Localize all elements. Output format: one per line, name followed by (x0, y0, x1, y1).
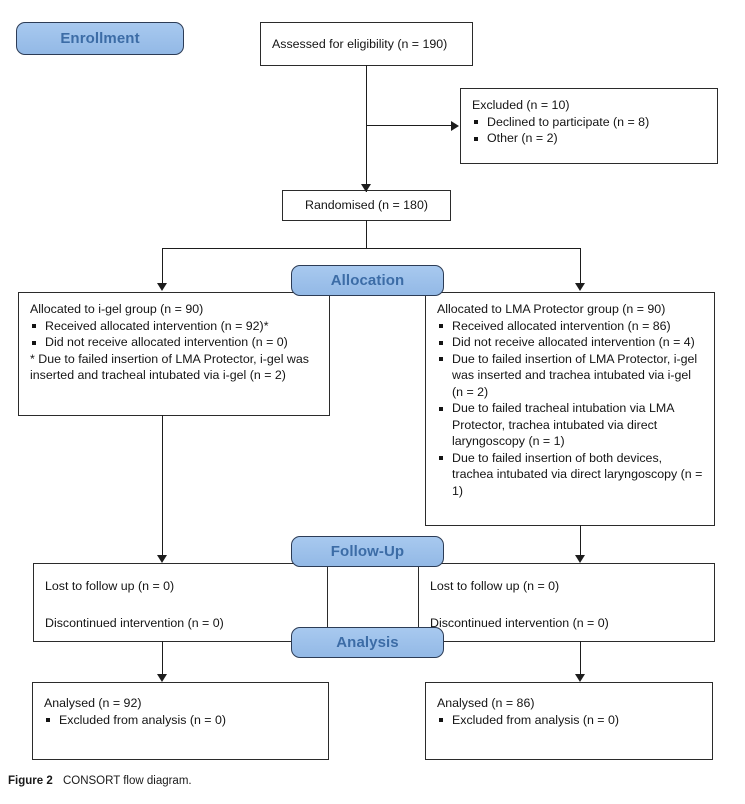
list-item: Due to failed tracheal intubation via LM… (437, 400, 705, 450)
stage-badge-enrollment: Enrollment (16, 22, 184, 55)
node-assessed-for-eligibility: Assessed for eligibility (n = 190) (260, 22, 473, 66)
alloc-right-heading: Allocated to LMA Protector group (n = 90… (437, 302, 666, 316)
connector-split-right (580, 248, 582, 286)
connector-randomised-down (366, 220, 368, 249)
arrow-to-randomised (361, 184, 371, 192)
follow-right-line1: Lost to follow up (n = 0) (430, 579, 560, 593)
arrow-to-follow-left (157, 555, 167, 563)
analysis-right-list: Excluded from analysis (n = 0) (437, 712, 703, 729)
excluded-list: Declined to participate (n = 8) Other (n… (472, 114, 708, 147)
follow-left-line2: Discontinued intervention (n = 0) (45, 615, 224, 630)
node-allocation-igel: Allocated to i-gel group (n = 90) Receiv… (18, 292, 330, 416)
stage-badge-allocation: Allocation (291, 265, 444, 296)
figure-caption: Figure 2 CONSORT flow diagram. (8, 775, 192, 787)
excluded-heading: Excluded (n = 10) (472, 98, 570, 112)
analysis-left-heading: Analysed (n = 92) (44, 696, 142, 710)
node-analysed-igel: Analysed (n = 92) Excluded from analysis… (32, 682, 329, 760)
connector-allocleft-to-followleft (162, 415, 164, 557)
list-item: Did not receive allocated intervention (… (30, 334, 320, 351)
stage-label-enrollment: Enrollment (60, 30, 140, 47)
analysis-right-heading: Analysed (n = 86) (437, 696, 535, 710)
list-item: Did not receive allocated intervention (… (437, 334, 705, 351)
connector-split-bar (162, 248, 581, 250)
alloc-right-sublist: Due to failed insertion of LMA Protector… (437, 351, 705, 500)
arrow-to-alloc-right (575, 283, 585, 291)
stage-label-followup: Follow-Up (330, 543, 405, 560)
node-excluded: Excluded (n = 10) Declined to participat… (460, 88, 718, 164)
alloc-left-list: Received allocated intervention (n = 92)… (30, 318, 320, 351)
connector-followleft-to-analysisleft (162, 641, 164, 676)
assessed-text: Assessed for eligibility (n = 190) (272, 37, 448, 52)
alloc-left-heading: Allocated to i-gel group (n = 90) (30, 302, 204, 316)
stage-badge-followup: Follow-Up (291, 536, 444, 567)
list-item: Other (n = 2) (472, 130, 708, 147)
arrow-to-alloc-left (157, 283, 167, 291)
list-item: Received allocated intervention (n = 86) (437, 318, 705, 335)
list-item: Excluded from analysis (n = 0) (437, 712, 703, 729)
figure-number: Figure 2 (8, 775, 53, 787)
arrow-to-follow-right (575, 555, 585, 563)
stage-label-analysis: Analysis (336, 634, 399, 651)
stage-label-allocation: Allocation (330, 272, 405, 289)
analysis-left-list: Excluded from analysis (n = 0) (44, 712, 319, 729)
figure-caption-text: CONSORT flow diagram. (62, 775, 192, 787)
connector-allocright-to-followright (580, 525, 582, 557)
node-randomised: Randomised (n = 180) (282, 190, 451, 221)
list-item: Due to failed insertion of both devices,… (437, 450, 705, 500)
alloc-left-footnote: * Due to failed insertion of LMA Protect… (30, 351, 309, 383)
alloc-right-list: Received allocated intervention (n = 86)… (437, 318, 705, 351)
connector-split-left (162, 248, 164, 286)
randomised-text: Randomised (n = 180) (305, 198, 428, 213)
follow-right-line2: Discontinued intervention (n = 0) (430, 615, 609, 630)
stage-badge-analysis: Analysis (291, 627, 444, 658)
node-allocation-lma: Allocated to LMA Protector group (n = 90… (425, 292, 715, 526)
list-item: Due to failed insertion of LMA Protector… (437, 351, 705, 401)
connector-assessed-to-randomised (366, 65, 368, 192)
list-item: Excluded from analysis (n = 0) (44, 712, 319, 729)
node-followup-igel: Lost to follow up (n = 0) Discontinued i… (33, 563, 328, 642)
node-analysed-lma: Analysed (n = 86) Excluded from analysis… (425, 682, 713, 760)
node-followup-lma: Lost to follow up (n = 0) Discontinued i… (418, 563, 715, 642)
list-item: Received allocated intervention (n = 92)… (30, 318, 320, 335)
connector-to-excluded (366, 125, 452, 127)
arrow-to-excluded (451, 121, 459, 131)
connector-followright-to-analysisright (580, 641, 582, 676)
follow-left-line1: Lost to follow up (n = 0) (45, 579, 175, 593)
arrow-to-analysis-left (157, 674, 167, 682)
arrow-to-analysis-right (575, 674, 585, 682)
list-item: Declined to participate (n = 8) (472, 114, 708, 131)
